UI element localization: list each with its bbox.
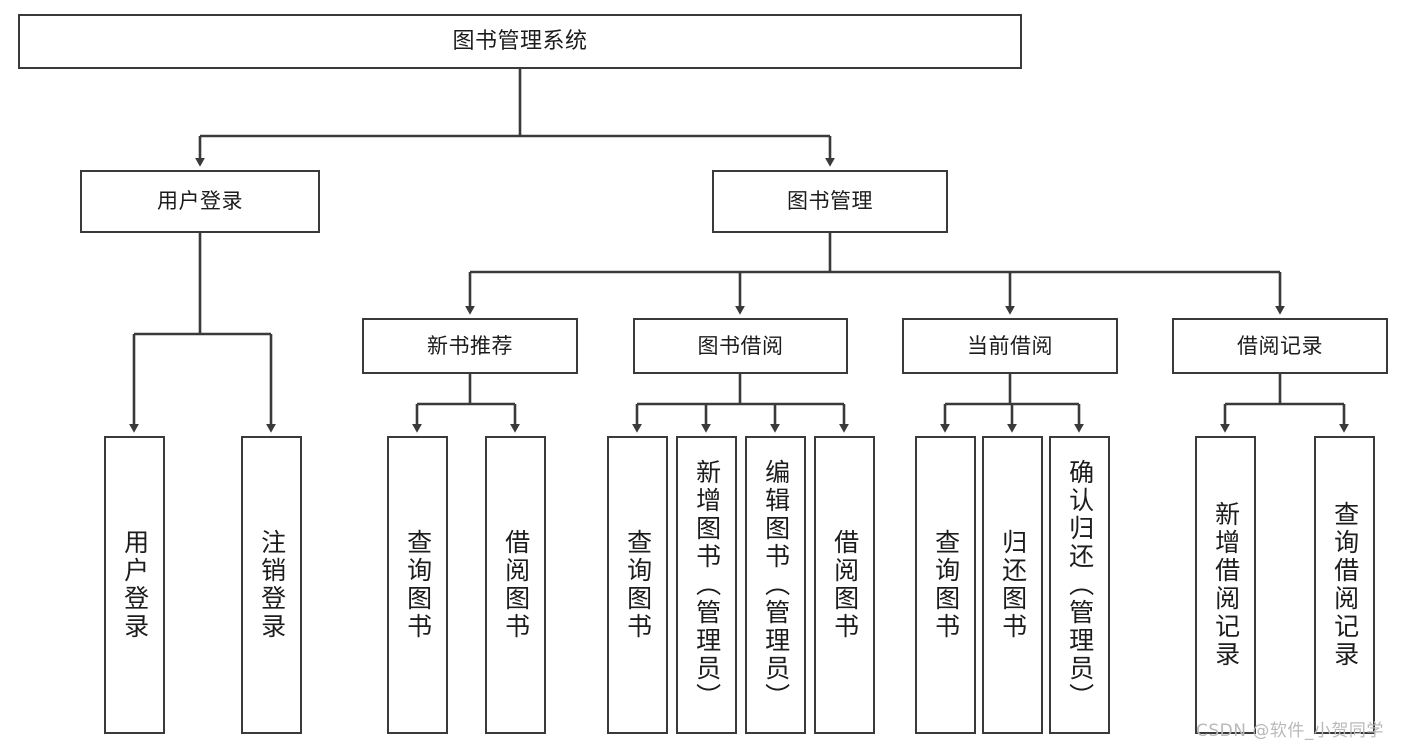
leaf-book-borrow-query[interactable]: 查询图书 [607,436,668,734]
node-new-book-recommend[interactable]: 新书推荐 [362,318,578,374]
leaf-current-borrow-query[interactable]: 查询图书 [915,436,976,734]
node-label: 编辑图书（管理员） [761,459,791,711]
node-label: 确认归还（管理员） [1065,459,1095,711]
node-user-login[interactable]: 用户登录 [80,170,320,233]
node-label: 注销登录 [257,529,287,641]
node-current-borrow[interactable]: 当前借阅 [902,318,1118,374]
leaf-current-borrow-return[interactable]: 归还图书 [982,436,1043,734]
node-label: 图书借阅 [697,333,784,358]
node-label: 当前借阅 [967,333,1053,358]
node-label: 用户登录 [120,529,150,641]
node-label: 借阅记录 [1237,333,1323,358]
leaf-new-book-query[interactable]: 查询图书 [387,436,448,734]
node-book-management[interactable]: 图书管理 [712,170,948,233]
node-label: 图书管理系统 [452,28,588,54]
leaf-user-login-logout[interactable]: 注销登录 [241,436,302,734]
leaf-new-book-borrow[interactable]: 借阅图书 [485,436,546,734]
leaf-user-login-login[interactable]: 用户登录 [104,436,165,734]
node-label: 新增图书（管理员） [692,459,722,711]
node-label: 新书推荐 [427,333,513,358]
node-label: 查询图书 [931,529,961,641]
node-label: 用户登录 [157,189,243,214]
node-book-borrow[interactable]: 图书借阅 [633,318,848,374]
node-borrow-record[interactable]: 借阅记录 [1172,318,1388,374]
leaf-book-borrow-add[interactable]: 新增图书（管理员） [676,436,737,734]
node-label: 查询图书 [403,529,433,641]
leaf-borrow-record-add[interactable]: 新增借阅记录 [1195,436,1256,734]
node-label: 图书管理 [787,189,873,214]
node-label: 查询图书 [623,529,653,641]
node-label: 新增借阅记录 [1211,501,1241,669]
leaf-borrow-record-query[interactable]: 查询借阅记录 [1314,436,1375,734]
node-label: 查询借阅记录 [1330,501,1360,669]
csdn-watermark: CSDN @软件_小贺同学 [1196,721,1384,741]
node-root-book-management-system[interactable]: 图书管理系统 [18,14,1022,69]
node-label: 借阅图书 [501,529,531,641]
leaf-book-borrow-borrow[interactable]: 借阅图书 [814,436,875,734]
node-label: 借阅图书 [830,529,860,641]
node-label: 归还图书 [998,529,1028,641]
leaf-current-borrow-confirm-return[interactable]: 确认归还（管理员） [1049,436,1110,734]
leaf-book-borrow-edit[interactable]: 编辑图书（管理员） [745,436,806,734]
